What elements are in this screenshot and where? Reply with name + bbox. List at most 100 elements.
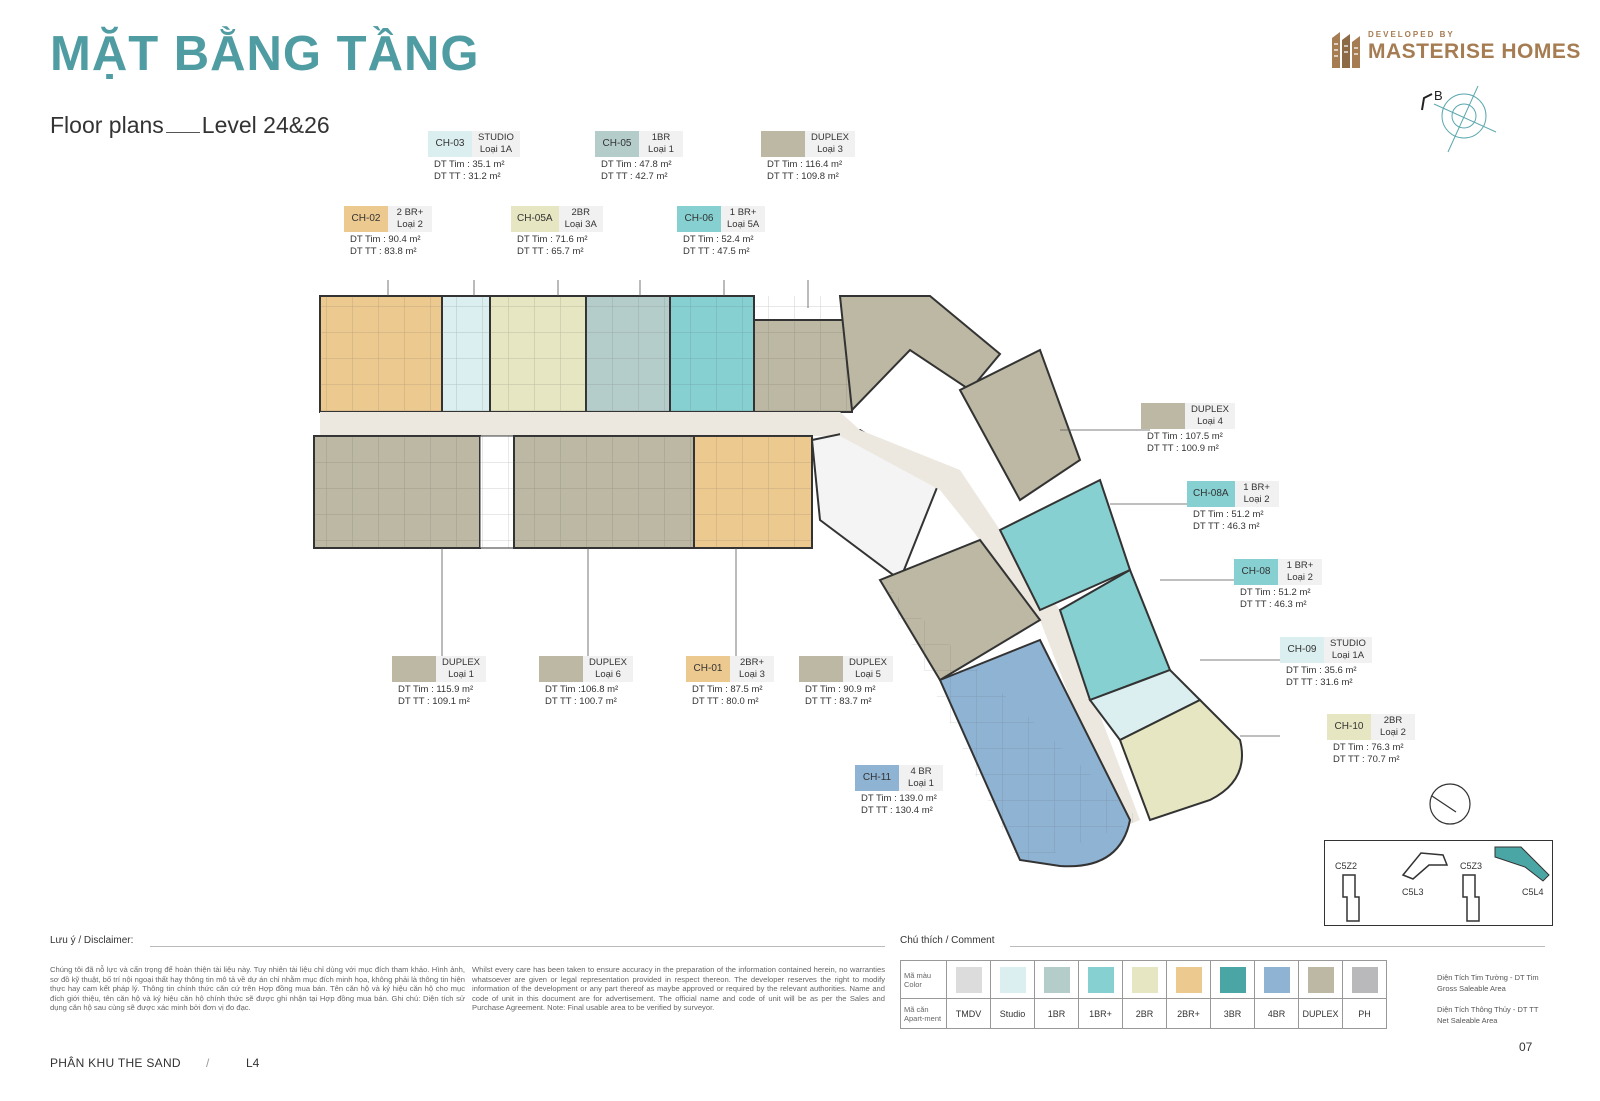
gross-area-vi: Diện Tích Tim Tường - DT Tim: [1437, 973, 1539, 982]
unit-variant: Loại 5: [855, 669, 881, 680]
unit-code: CH-08: [1234, 559, 1278, 585]
unit-code: CH-11: [855, 765, 899, 791]
legend-swatch: [1087, 966, 1114, 993]
developer-name: MASTERISE HOMES: [1368, 40, 1581, 63]
unit-variant: Loại 2: [1287, 572, 1313, 583]
footer-separator: /: [206, 1056, 210, 1070]
legend-swatch: [999, 966, 1026, 993]
unit-net-area: DT TT : 109.1 m²: [398, 696, 470, 707]
unit-code: CH-05A: [511, 206, 559, 232]
legend-swatch: [1351, 966, 1378, 993]
disclaimer-title: Lưu ý / Disclaimer:: [50, 935, 134, 946]
footer-zone: PHÂN KHU THE SAND: [50, 1056, 181, 1070]
unit-variant: Loại 1A: [479, 144, 513, 155]
unit-code: CH-10: [1327, 714, 1371, 740]
unit-code: [539, 656, 583, 682]
subtitle-divider: [165, 132, 200, 134]
page-subtitle: Floor plans Level 24&26: [50, 112, 330, 139]
unit-gross-area: DT Tim : 35.6 m²: [1286, 665, 1357, 676]
developer-logo: DEVELOPED BY MASTERISE HOMES: [1330, 26, 1580, 76]
masterise-logo-icon: [1332, 32, 1360, 68]
unit-net-area: DT TT : 109.8 m²: [767, 171, 839, 182]
legend-swatch-cell: [1122, 960, 1167, 999]
legend-divider: [1010, 946, 1545, 947]
unit-type: 2BR+: [739, 657, 765, 668]
unit-variant: Loại 3: [817, 144, 843, 155]
unit-gross-area: DT Tim : 47.8 m²: [601, 159, 672, 170]
key-plan-label: C5Z3: [1460, 861, 1483, 871]
unit-code: CH-06: [677, 206, 721, 232]
subtitle-level: Level 24&26: [201, 112, 330, 138]
legend-header-vi: Mã màu: [904, 970, 932, 980]
unit-net-area: DT TT : 46.3 m²: [1193, 521, 1260, 532]
unit-gross-area: DT Tim : 90.9 m²: [805, 684, 876, 695]
unit-code: CH-09: [1280, 637, 1324, 663]
net-area-glossary: Diện Tích Thông Thủy - DT TT Net Saleabl…: [1437, 1004, 1538, 1026]
legend-swatch: [955, 966, 982, 993]
unit-ch10: [1118, 698, 1243, 822]
unit-net-area: DT TT : 100.9 m²: [1147, 443, 1219, 454]
unit-net-area: DT TT : 80.0 m²: [692, 696, 759, 707]
unit-variant: Loại 5A: [727, 219, 760, 230]
gross-area-en: Gross Saleable Area: [1437, 984, 1506, 993]
subtitle-prefix: Floor plans: [50, 112, 164, 138]
unit-code: CH-02: [344, 206, 388, 232]
unit-net-area: DT TT : 83.8 m²: [350, 246, 417, 257]
unit-code: CH-05: [595, 131, 639, 157]
unit-type: 1 BR+: [1243, 482, 1270, 493]
unit-type: STUDIO: [1330, 638, 1366, 649]
unit-type: DUPLEX: [442, 657, 481, 668]
unit-gross-area: DT Tim : 51.2 m²: [1193, 509, 1264, 520]
page-number: 07: [1519, 1040, 1533, 1054]
unit-net-area: DT TT : 46.3 m²: [1240, 599, 1307, 610]
unit-variant: Loại 3: [739, 669, 765, 680]
unit-net-area: DT TT : 42.7 m²: [601, 171, 668, 182]
unit-net-area: DT TT : 83.7 m²: [805, 696, 872, 707]
unit-variant: Loại 1A: [1331, 650, 1365, 661]
unit-gross-area: DT Tim : 107.5 m²: [1147, 431, 1223, 442]
unit-code: [392, 656, 436, 682]
unit-code: [761, 131, 805, 157]
disclaimer-english: Whilst every care has been taken to ensu…: [472, 965, 885, 1013]
unit-code: CH-03: [428, 131, 472, 157]
unit-variant: Loại 4: [1197, 416, 1223, 427]
legend-swatch-cell: [1078, 960, 1123, 999]
legend-label: 2BR: [1122, 998, 1167, 1029]
unit-net-area: DT TT : 100.7 m²: [545, 696, 617, 707]
legend-swatch: [1131, 966, 1158, 993]
unit-variant: Loại 2: [1243, 494, 1270, 505]
legend-header-en: Apart-ment: [904, 1013, 942, 1023]
unit-gross-area: DT Tim :106.8 m²: [545, 684, 619, 695]
legend-label: 4BR: [1254, 998, 1299, 1029]
unit-type: 1 BR+: [729, 207, 757, 218]
unit-type: 2BR: [571, 207, 590, 218]
unit-type: 4 BR: [910, 766, 932, 777]
unit-type: DUPLEX: [1191, 404, 1230, 415]
legend-label: DUPLEX: [1298, 998, 1343, 1029]
key-plan-label: C5Z2: [1335, 861, 1358, 871]
unit-net-area: DT TT : 31.2 m²: [434, 171, 501, 182]
unit-type: 1 BR+: [1286, 560, 1314, 571]
unit-net-area: DT TT : 31.6 m²: [1286, 677, 1353, 688]
unit-variant: Loại 6: [595, 669, 621, 680]
unit-variant: Loại 1: [448, 669, 474, 680]
legend-swatch: [1175, 966, 1202, 993]
legend-swatch: [1219, 966, 1246, 993]
legend-header-vi: Mã căn: [904, 1004, 929, 1014]
legend-label: 1BR+: [1078, 998, 1123, 1029]
legend-label: TMDV: [946, 998, 991, 1029]
unit-type: DUPLEX: [811, 132, 850, 143]
unit-code: [799, 656, 843, 682]
